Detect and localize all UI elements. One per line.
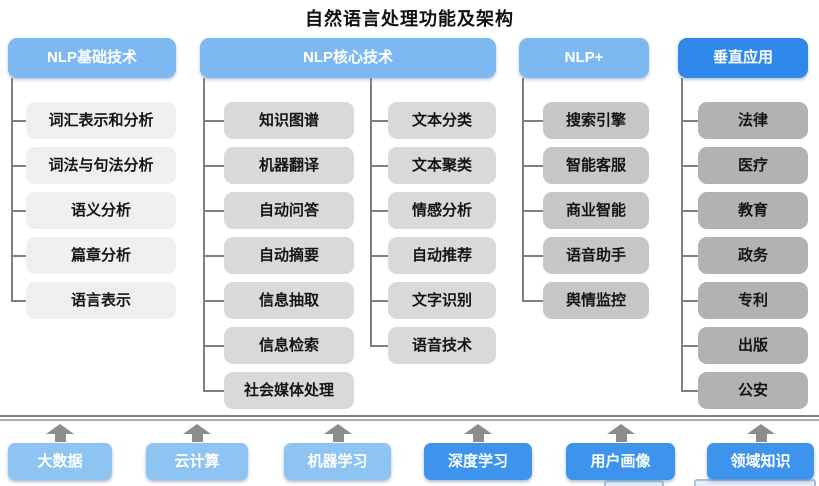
connector-tick (203, 299, 224, 302)
separator-line-top (0, 415, 819, 417)
item-box: 自动推荐 (388, 237, 496, 274)
connector-line (203, 78, 205, 391)
connector-line (681, 78, 683, 391)
watermark-fragment (604, 480, 664, 486)
header-nlp-core: NLP核心技术 (200, 38, 496, 78)
connector-tick (203, 164, 224, 167)
connector-tick (11, 164, 26, 167)
connector-tick (370, 164, 388, 167)
connector-line (522, 78, 524, 301)
item-box: 自动摘要 (224, 237, 354, 274)
item-box: 篇章分析 (26, 237, 176, 274)
item-box: 公安 (698, 372, 808, 409)
item-box: 情感分析 (388, 192, 496, 229)
item-box: 语音技术 (388, 327, 496, 364)
connector-tick (370, 299, 388, 302)
item-box: 文本聚类 (388, 147, 496, 184)
connector-tick (681, 389, 698, 392)
connector-tick (522, 299, 543, 302)
header-nlp-basic: NLP基础技术 (8, 38, 176, 78)
item-box: 商业智能 (543, 192, 649, 229)
item-box: 教育 (698, 192, 808, 229)
separator-line-bottom (0, 419, 819, 421)
item-box: 文字识别 (388, 282, 496, 319)
connector-tick (681, 344, 698, 347)
connector-tick (203, 209, 224, 212)
connector-tick (370, 344, 388, 347)
diagram-title: 自然语言处理功能及架构 (305, 9, 514, 29)
item-box: 出版 (698, 327, 808, 364)
up-arrow-icon (607, 424, 635, 442)
foundation-box: 用户画像 (566, 443, 675, 480)
header-vertical-app: 垂直应用 (678, 38, 808, 78)
connector-tick (203, 389, 224, 392)
item-box: 舆情监控 (543, 282, 649, 319)
connector-line (11, 78, 13, 301)
connector-tick (522, 119, 543, 122)
item-box: 智能客服 (543, 147, 649, 184)
up-arrow-icon (183, 424, 211, 442)
header-nlp-plus: NLP+ (519, 38, 649, 78)
connector-tick (11, 254, 26, 257)
connector-tick (681, 254, 698, 257)
up-arrow-icon (464, 424, 492, 442)
foundation-box: 深度学习 (424, 443, 532, 480)
item-box: 文本分类 (388, 102, 496, 139)
foundation-box: 云计算 (146, 443, 248, 480)
item-box: 政务 (698, 237, 808, 274)
connector-tick (203, 344, 224, 347)
connector-tick (522, 164, 543, 167)
item-box: 词汇表示和分析 (26, 102, 176, 139)
connector-tick (681, 299, 698, 302)
connector-tick (522, 209, 543, 212)
connector-tick (681, 119, 698, 122)
item-box: 机器翻译 (224, 147, 354, 184)
connector-tick (370, 209, 388, 212)
item-box: 语言表示 (26, 282, 176, 319)
connector-tick (522, 254, 543, 257)
connector-tick (370, 254, 388, 257)
connector-tick (681, 209, 698, 212)
item-box: 语义分析 (26, 192, 176, 229)
item-box: 法律 (698, 102, 808, 139)
connector-tick (11, 119, 26, 122)
foundation-box: 机器学习 (284, 443, 391, 480)
connector-tick (370, 119, 388, 122)
watermark-fragment (694, 479, 816, 486)
item-box: 专利 (698, 282, 808, 319)
up-arrow-icon (46, 424, 74, 442)
foundation-box: 大数据 (8, 443, 112, 480)
connector-tick (11, 299, 26, 302)
up-arrow-icon (324, 424, 352, 442)
connector-tick (203, 119, 224, 122)
item-box: 医疗 (698, 147, 808, 184)
connector-tick (681, 164, 698, 167)
up-arrow-icon (747, 424, 775, 442)
item-box: 搜索引擎 (543, 102, 649, 139)
item-box: 信息检索 (224, 327, 354, 364)
item-box: 社会媒体处理 (224, 372, 354, 409)
item-box: 信息抽取 (224, 282, 354, 319)
item-box: 自动问答 (224, 192, 354, 229)
item-box: 知识图谱 (224, 102, 354, 139)
connector-tick (11, 209, 26, 212)
foundation-box: 领域知识 (707, 443, 814, 480)
connector-tick (203, 254, 224, 257)
item-box: 词法与句法分析 (26, 147, 176, 184)
item-box: 语音助手 (543, 237, 649, 274)
connector-line (370, 78, 372, 346)
